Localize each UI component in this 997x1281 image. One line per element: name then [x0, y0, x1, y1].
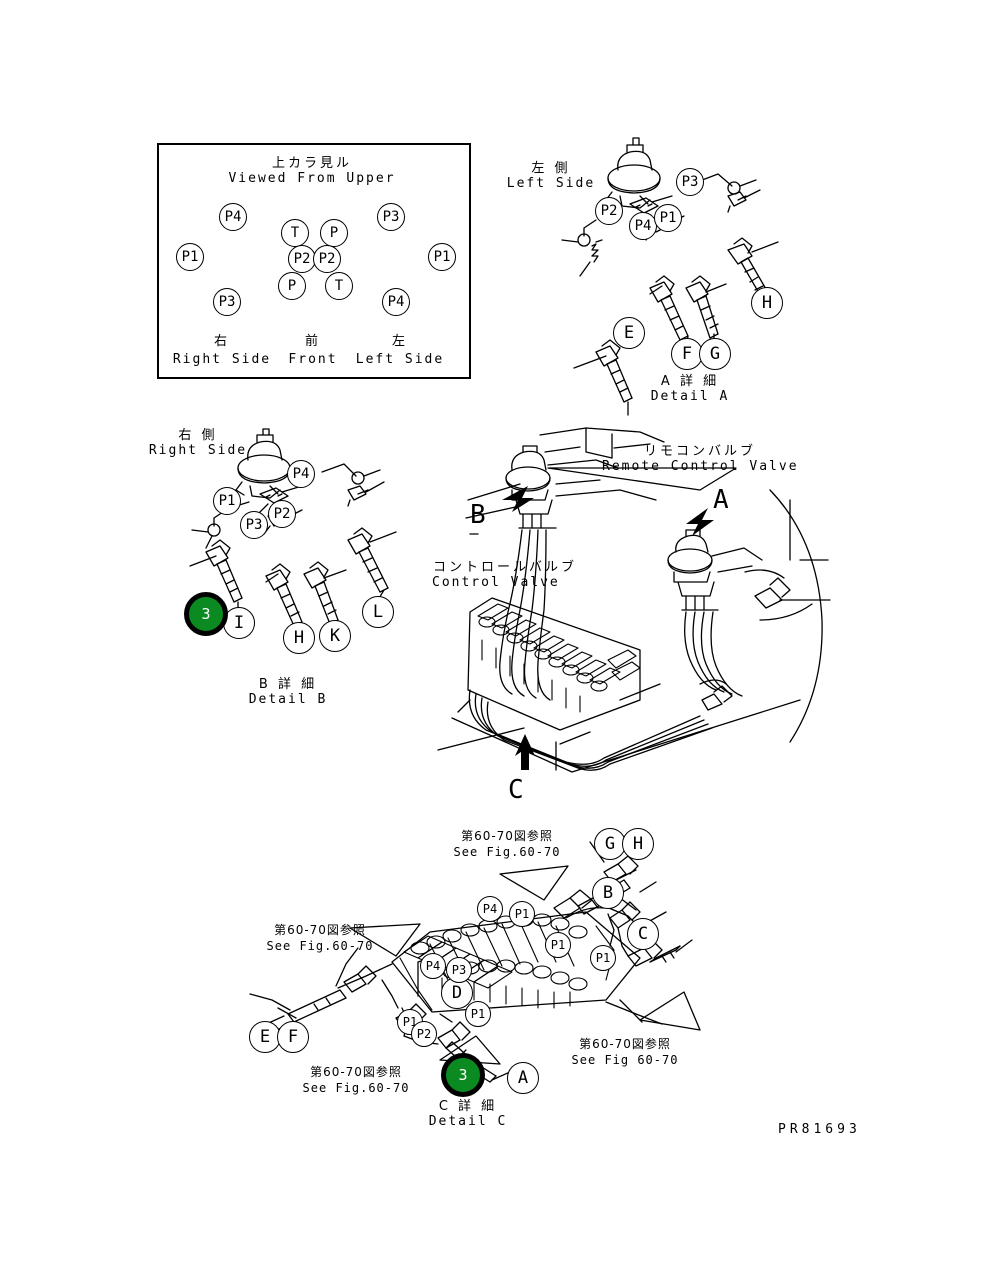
- inset-port-p4-left: P4: [219, 203, 247, 231]
- detail-c-port-p1-e: P1: [465, 1001, 491, 1027]
- detail-a-port-p1: P1: [654, 204, 682, 232]
- detail-c-ref2-en: See Fig.60-70: [266, 939, 374, 953]
- inset-port-p1-left: P1: [176, 243, 204, 271]
- inset-port-p-right: P: [320, 219, 348, 247]
- main-arrow-label-c: C: [508, 775, 525, 805]
- detail-b-caption-jp: B 詳 細: [258, 677, 318, 692]
- inset-port-p1-right: P1: [428, 243, 456, 271]
- inset-right-side-en: Right Side: [172, 352, 272, 367]
- inset-port-p3-right: P3: [377, 203, 405, 231]
- inset-port-p4-right: P4: [382, 288, 410, 316]
- detail-c-port-p4-a: P4: [477, 896, 503, 922]
- inset-left-side-jp: 左: [391, 334, 409, 349]
- inset-left-side-en: Left Side: [355, 352, 445, 367]
- detail-c-callout-a: A: [507, 1062, 539, 1094]
- detail-c-ref3-jp: 第60-70図参照: [579, 1037, 671, 1051]
- detail-a-caption-en: Detail A: [650, 389, 730, 404]
- detail-b-callout-k: K: [319, 620, 351, 652]
- detail-c-callout-b: B: [592, 877, 624, 909]
- detail-c-ref1-en: See Fig.60-70: [453, 845, 561, 859]
- inset-port-p2-left: P2: [288, 245, 316, 273]
- inset-port-p3-left: P3: [213, 288, 241, 316]
- part-number: PR81693: [778, 1122, 861, 1137]
- detail-c-callout-f: F: [277, 1021, 309, 1053]
- detail-a-side-en: Left Side: [506, 176, 596, 191]
- detail-c-port-p2-a: P2: [411, 1021, 437, 1047]
- detail-a-callout-g: G: [699, 338, 731, 370]
- detail-b-caption-en: Detail B: [248, 692, 328, 707]
- detail-b-marker-3[interactable]: 3: [184, 592, 228, 636]
- detail-c-callout-h: H: [622, 828, 654, 860]
- inset-port-p2-right: P2: [313, 245, 341, 273]
- inset-title-en: Viewed From Upper: [228, 171, 396, 186]
- main-direction-arrows: [502, 486, 714, 770]
- detail-b-callout-h: H: [283, 622, 315, 654]
- detail-c-port-p4-b: P4: [420, 953, 446, 979]
- detail-c-ref1-jp: 第60-70図参照: [461, 829, 553, 843]
- detail-c-caption-en: Detail C: [428, 1114, 508, 1129]
- detail-a-callout-e: E: [613, 317, 645, 349]
- detail-b-port-p2: P2: [268, 500, 296, 528]
- control-valve-label-jp: コントロールバルブ: [433, 560, 578, 575]
- detail-c-port-p3-a: P3: [446, 957, 472, 983]
- detail-a-side-jp: 左 側: [531, 161, 571, 176]
- detail-b-side-en: Right Side: [148, 443, 248, 458]
- detail-a-callout-h: H: [751, 287, 783, 319]
- detail-c-port-p1-a: P1: [509, 901, 535, 927]
- detail-b-port-p3: P3: [240, 511, 268, 539]
- detail-b-port-p1: P1: [213, 487, 241, 515]
- detail-c-ref4-jp: 第60-70図参照: [310, 1065, 402, 1079]
- inset-port-p-left: P: [278, 272, 306, 300]
- detail-a-port-p3: P3: [676, 168, 704, 196]
- detail-c-ref4-en: See Fig.60-70: [302, 1081, 410, 1095]
- detail-c-port-p1-c: P1: [590, 945, 616, 971]
- detail-b-side-jp: 右 側: [178, 428, 218, 443]
- main-arrow-label-a: A: [713, 485, 730, 515]
- remote-control-valve-label-en: Remote Control Valve: [602, 459, 799, 474]
- inset-front-en: Front: [288, 352, 338, 367]
- detail-c-callout-g: G: [594, 828, 626, 860]
- detail-c-callout-e: E: [249, 1021, 281, 1053]
- detail-a-port-p2: P2: [595, 197, 623, 225]
- inset-title-jp: 上カラ見ル: [271, 156, 353, 171]
- detail-b-callout-l: L: [362, 596, 394, 628]
- detail-c-ref2-jp: 第60-70図参照: [274, 923, 366, 937]
- remote-control-valve-label-jp: リモコンバルブ: [644, 444, 757, 459]
- detail-a-port-p4: P4: [629, 212, 657, 240]
- detail-c-port-p1-b: P1: [545, 932, 571, 958]
- detail-c-caption-jp: C 詳 細: [438, 1099, 498, 1114]
- main-assembly-art: [437, 427, 831, 773]
- detail-a-caption-jp: A 詳 細: [660, 374, 720, 389]
- detail-c-callout-c: C: [627, 918, 659, 950]
- detail-c-marker-3[interactable]: 3: [441, 1053, 485, 1097]
- control-valve-label-en: Control Valve: [432, 575, 560, 590]
- inset-port-t-right: T: [325, 272, 353, 300]
- inset-front-jp: 前: [304, 334, 322, 349]
- detail-c-ref3-en: See Fig 60-70: [571, 1053, 679, 1067]
- detail-a-callout-f: F: [671, 338, 703, 370]
- inset-right-side-jp: 右: [213, 334, 231, 349]
- detail-b-port-p4: P4: [287, 460, 315, 488]
- main-arrow-label-b: B: [470, 500, 487, 530]
- inset-port-t-left: T: [281, 219, 309, 247]
